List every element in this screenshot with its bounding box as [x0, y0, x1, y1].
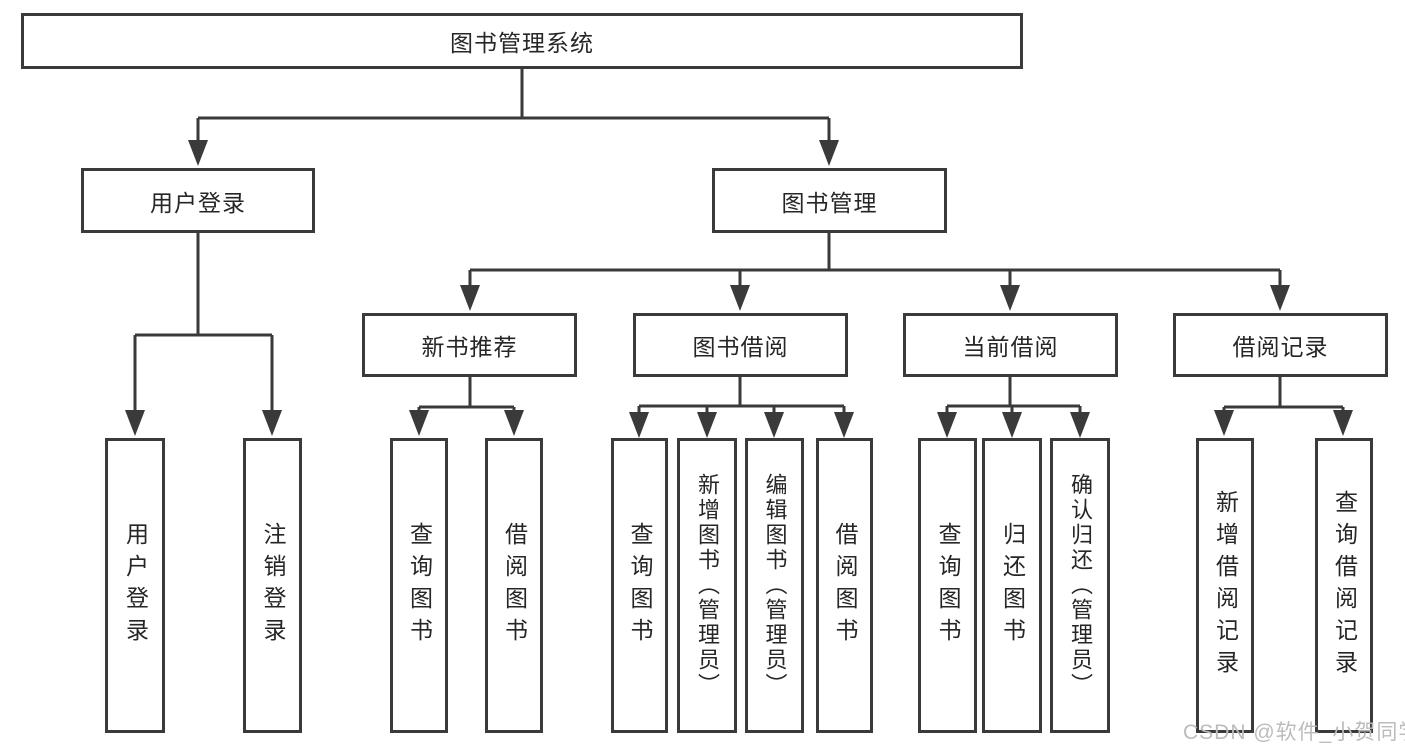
- leaf-records-add-record-label: 新增借阅记录: [1212, 489, 1239, 682]
- leaf-logout-label: 注销登录: [260, 521, 286, 650]
- node-root-label: 图书管理系统: [450, 30, 594, 56]
- leaf-recommend-query-books-label: 查询图书: [406, 521, 433, 650]
- node-new-book-recommend-label: 新书推荐: [421, 334, 518, 360]
- arrowhead: [188, 140, 208, 166]
- leaf-records-query-record-label: 查询借阅记录: [1331, 489, 1358, 682]
- arrowhead: [1002, 412, 1022, 438]
- arrowhead: [937, 412, 957, 438]
- arrowhead: [504, 410, 524, 436]
- arrowhead: [409, 410, 429, 436]
- arrowhead: [1333, 410, 1353, 436]
- leaf-recommend-borrow-books-label: 借阅图书: [501, 521, 528, 650]
- node-book-borrow-label: 图书借阅: [692, 334, 789, 360]
- leaf-current-confirm-return-admin: 确认归还（管理员）: [1050, 438, 1110, 733]
- leaf-current-return-books-label: 归还图书: [999, 521, 1026, 650]
- arrowhead: [629, 412, 649, 438]
- arrowhead: [1000, 285, 1020, 311]
- arrowhead: [764, 412, 784, 438]
- leaf-borrow-query-books-label: 查询图书: [627, 521, 653, 650]
- node-user-login: 用户登录: [81, 168, 315, 233]
- node-borrow-records-label: 借阅记录: [1232, 334, 1329, 360]
- node-root: 图书管理系统: [21, 13, 1023, 69]
- watermark: CSDN @软件_小贺同学: [1183, 721, 1405, 744]
- node-user-login-label: 用户登录: [150, 189, 246, 216]
- leaf-borrow-query-books: 查询图书: [611, 438, 668, 733]
- node-book-management-label: 图书管理: [781, 189, 878, 216]
- node-book-borrow: 图书借阅: [633, 313, 848, 377]
- arrowhead: [819, 140, 839, 166]
- arrowhead: [262, 410, 282, 436]
- leaf-user-login-label: 用户登录: [122, 521, 149, 650]
- arrowhead: [460, 285, 480, 311]
- leaf-borrow-borrow-books: 借阅图书: [816, 438, 873, 733]
- leaf-recommend-query-books: 查询图书: [390, 438, 448, 733]
- leaf-borrow-add-books-admin-label: 新增图书（管理员）: [695, 473, 720, 698]
- node-book-management: 图书管理: [712, 168, 947, 233]
- node-borrow-records: 借阅记录: [1173, 313, 1388, 377]
- leaf-borrow-borrow-books-label: 借阅图书: [832, 521, 858, 650]
- leaf-current-return-books: 归还图书: [982, 438, 1042, 733]
- leaf-records-add-record: 新增借阅记录: [1196, 438, 1254, 733]
- arrowhead: [1214, 410, 1234, 436]
- arrowhead: [730, 285, 750, 311]
- arrowhead: [697, 412, 717, 438]
- node-current-borrow: 当前借阅: [903, 313, 1118, 377]
- leaf-records-query-record: 查询借阅记录: [1315, 438, 1373, 733]
- leaf-current-query-books-label: 查询图书: [935, 521, 961, 650]
- node-new-book-recommend: 新书推荐: [362, 313, 577, 377]
- arrowhead: [1070, 412, 1090, 438]
- leaf-borrow-add-books-admin: 新增图书（管理员）: [677, 438, 737, 733]
- leaf-recommend-borrow-books: 借阅图书: [485, 438, 543, 733]
- leaf-borrow-edit-books-admin: 编辑图书（管理员）: [745, 438, 804, 733]
- arrowhead: [125, 410, 145, 436]
- leaf-logout: 注销登录: [243, 438, 302, 733]
- leaf-user-login: 用户登录: [105, 438, 165, 733]
- leaf-current-confirm-return-admin-label: 确认归还（管理员）: [1068, 473, 1093, 698]
- leaf-borrow-edit-books-admin-label: 编辑图书（管理员）: [762, 473, 788, 698]
- arrowhead: [834, 412, 854, 438]
- leaf-current-query-books: 查询图书: [918, 438, 977, 733]
- arrowhead: [1270, 285, 1290, 311]
- node-current-borrow-label: 当前借阅: [962, 334, 1059, 360]
